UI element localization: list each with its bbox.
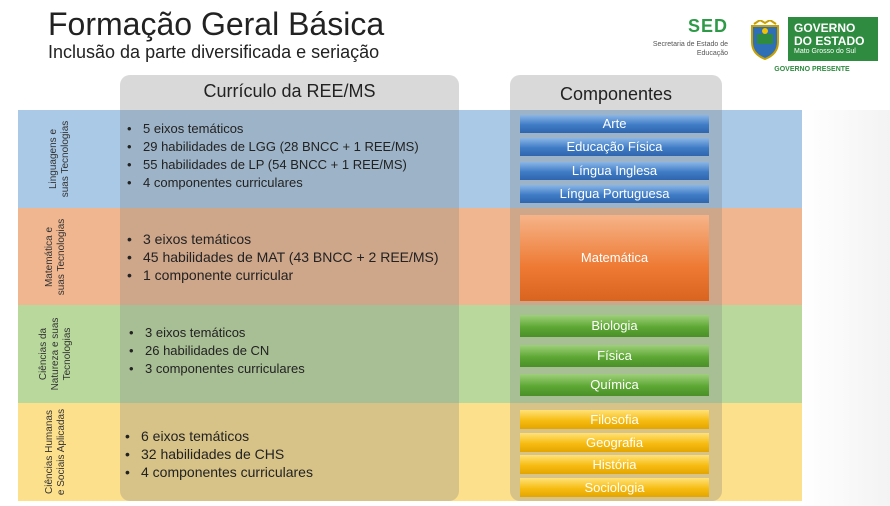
bullets-humanas: 6 eixos temáticos 32 habilidades de CHS …: [121, 427, 313, 481]
area-label-line: Linguagens e: [48, 128, 59, 190]
right-shade: [802, 110, 890, 506]
component-quimica: Química: [520, 374, 709, 396]
list-item: 5 eixos temáticos: [123, 120, 419, 138]
sed-logo-subtitle: Secretaria de Estado de Educação: [652, 41, 728, 57]
componentes-panel-header: Componentes: [559, 84, 673, 104]
sed-logo: SED Secretaria de Estado de Educação: [646, 16, 734, 68]
component-lingua-portuguesa: Língua Portuguesa: [520, 185, 709, 203]
component-geografia: Geografia: [520, 433, 709, 452]
component-matematica: Matemática: [520, 215, 709, 301]
list-item: 4 componentes curriculares: [121, 463, 313, 481]
list-item: 6 eixos temáticos: [121, 427, 313, 445]
bullets-linguagens: 5 eixos temáticos 29 habilidades de LGG …: [123, 120, 419, 192]
page-title: Formação Geral Básica: [48, 6, 385, 42]
governo-presente-label: GOVERNO PRESENTE: [774, 66, 850, 73]
area-label-line: Matemática e: [44, 226, 55, 287]
list-item: 29 habilidades de LGG (28 BNCC + 1 REE/M…: [123, 138, 419, 156]
component-filosofia: Filosofia: [520, 410, 709, 429]
list-item: 3 eixos temáticos: [125, 324, 305, 342]
component-biologia: Biologia: [520, 315, 709, 337]
component-educacao-fisica: Educação Física: [520, 138, 709, 156]
governo-logo: GOVERNO DO ESTADO Mato Grosso do Sul: [788, 17, 878, 61]
component-arte: Arte: [520, 115, 709, 133]
coat-of-arms-icon: [748, 18, 782, 61]
bullets-matematica: 3 eixos temáticos 45 habilidades de MAT …: [123, 230, 439, 284]
list-item: 32 habilidades de CHS: [121, 445, 313, 463]
governo-logo-line2: DO ESTADO: [794, 34, 865, 48]
list-item: 26 habilidades de CN: [125, 342, 305, 360]
area-label-line: suas Tecnologias: [56, 218, 67, 295]
list-item: 3 componentes curriculares: [125, 360, 305, 378]
area-label-line: e Sociais Aplicadas: [56, 408, 67, 496]
list-item: 45 habilidades de MAT (43 BNCC + 2 REE/M…: [123, 248, 439, 266]
list-item: 3 eixos temáticos: [123, 230, 439, 248]
page-subtitle: Inclusão da parte diversificada e seriaç…: [48, 42, 380, 62]
area-label-line: Tecnologias: [62, 327, 73, 381]
component-fisica: Física: [520, 345, 709, 367]
governo-logo-line1: GOVERNO: [794, 21, 856, 35]
list-item: 55 habilidades de LP (54 BNCC + 1 REE/MS…: [123, 156, 419, 174]
curriculo-panel-header: Currículo da REE/MS: [203, 81, 376, 101]
area-label-line: Ciências Humanas: [44, 410, 55, 494]
sed-logo-word: SED: [687, 16, 728, 36]
governo-logo-line3: Mato Grosso do Sul: [794, 48, 856, 55]
component-lingua-inglesa: Língua Inglesa: [520, 162, 709, 180]
bullets-natureza: 3 eixos temáticos 26 habilidades de CN 3…: [125, 324, 305, 378]
component-sociologia: Sociologia: [520, 478, 709, 497]
area-label-line: suas Tecnologias: [60, 120, 71, 198]
area-label-line: Ciências da: [38, 327, 49, 381]
list-item: 4 componentes curriculares: [123, 174, 419, 192]
area-label-line: Natureza e suas: [50, 317, 61, 391]
list-item: 1 componente curricular: [123, 266, 439, 284]
component-historia: História: [520, 455, 709, 474]
